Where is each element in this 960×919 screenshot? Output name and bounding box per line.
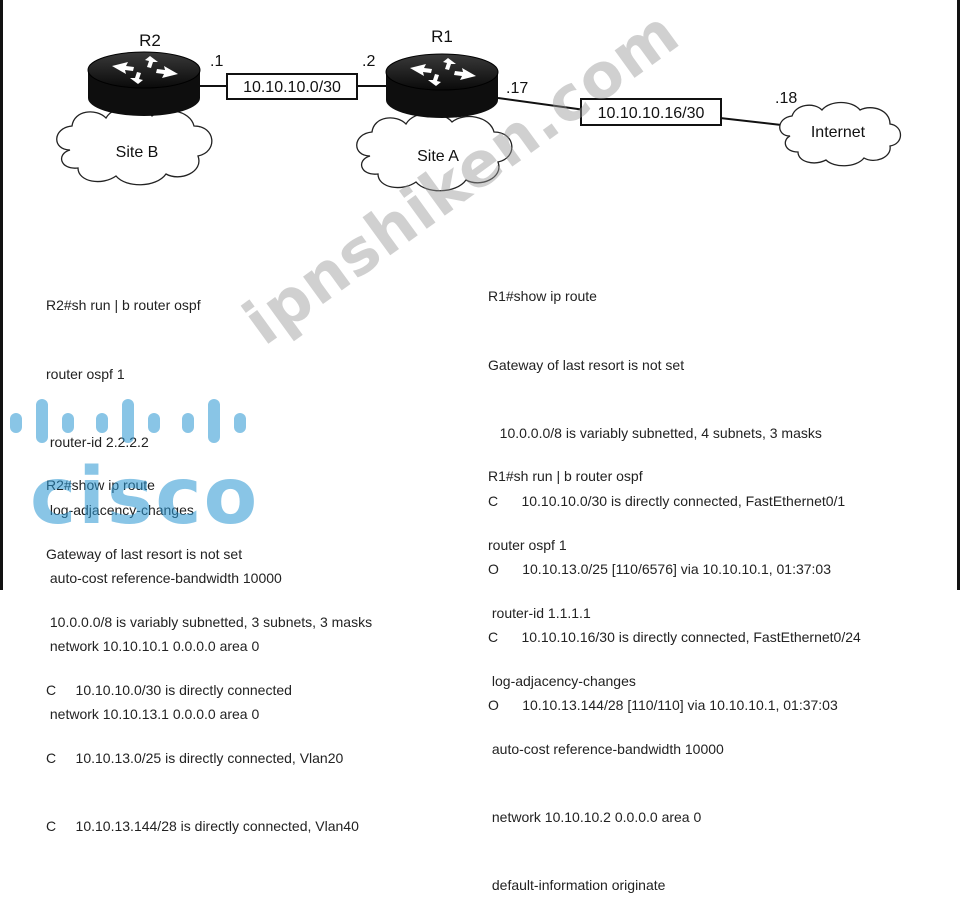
r1-ospf-config-block: R1#sh run | b router ospf router ospf 1 …	[488, 420, 724, 919]
cli-line: C 10.10.10.0/30 is directly connected, F…	[488, 492, 846, 509]
router-arrows-icon	[410, 58, 476, 86]
cli-line: R1#show ip route	[488, 288, 597, 305]
cli-line: default-information originate	[488, 877, 666, 894]
cli-line: log-adjacency-changes	[488, 672, 636, 689]
link-r1-internet-b	[719, 117, 791, 127]
cli-line: C 10.10.10.0/30 is directly connected	[46, 681, 292, 698]
cli-line: R2#sh run | b router ospf	[46, 297, 201, 314]
cli-line: Gateway of last resort is not set	[46, 545, 243, 562]
cli-line: 10.0.0.0/8 is variably subnetted, 3 subn…	[46, 613, 373, 630]
cli-line: R1#sh run | b router ospf	[488, 468, 643, 485]
cli-line: router-id 1.1.1.1	[488, 604, 591, 621]
cloud-site-a-label: Site A	[417, 148, 459, 165]
cloud-site-b-label: Site B	[116, 144, 159, 161]
cli-line: 10.0.0.0/8 is variably subnetted, 4 subn…	[488, 424, 822, 441]
cli-line: C 10.10.13.144/28 is directly connected,…	[46, 817, 359, 834]
r2-route-table-block: R2#show ip route Gateway of last resort …	[46, 429, 372, 860]
router-r2	[87, 51, 201, 116]
router-arrows-icon	[112, 56, 178, 84]
cli-line: R2#show ip route	[46, 477, 155, 494]
router-r1-label: R1	[431, 27, 453, 46]
subnet-label-r1-internet: 10.10.10.16/30	[598, 105, 705, 122]
subnet-box-r2-r1: 10.10.10.0/30	[226, 73, 358, 100]
cli-line: router ospf 1	[46, 365, 125, 382]
frame-left-border	[0, 0, 3, 590]
network-topology-diagram: Site B Site A Internet R2 .1 R1 .2	[56, 27, 902, 192]
cloud-internet-label: Internet	[811, 124, 866, 141]
r2-interface-label: .1	[210, 53, 223, 70]
cli-line: network 10.10.10.2 0.0.0.0 area 0	[488, 808, 702, 825]
internet-address-label: .18	[775, 90, 797, 107]
r1-right-interface-label: .17	[506, 80, 528, 97]
cli-line: Gateway of last resort is not set	[488, 356, 685, 373]
cli-line: O 10.10.13.0/25 [110/6576] via 10.10.10.…	[488, 560, 832, 577]
frame-right-border	[957, 0, 960, 590]
cli-line: auto-cost reference-bandwidth 10000	[46, 569, 282, 586]
cli-line: C 10.10.13.0/25 is directly connected, V…	[46, 749, 344, 766]
r1-left-interface-label: .2	[362, 53, 375, 70]
cloud-site-a: Site A	[356, 112, 513, 192]
router-r2-label: R2	[139, 31, 161, 50]
link-r1-internet-a	[497, 97, 586, 111]
cloud-site-b: Site B	[56, 106, 213, 186]
cloud-internet: Internet	[779, 101, 902, 167]
subnet-label-r2-r1: 10.10.10.0/30	[243, 79, 341, 96]
cli-line: router ospf 1	[488, 536, 567, 553]
cisco-logo-bars-watermark	[10, 399, 246, 443]
subnet-box-r1-internet: 10.10.10.16/30	[580, 98, 722, 126]
cli-line: auto-cost reference-bandwidth 10000	[488, 740, 724, 757]
cli-line: log-adjacency-changes	[46, 501, 194, 518]
router-r1	[385, 53, 499, 118]
